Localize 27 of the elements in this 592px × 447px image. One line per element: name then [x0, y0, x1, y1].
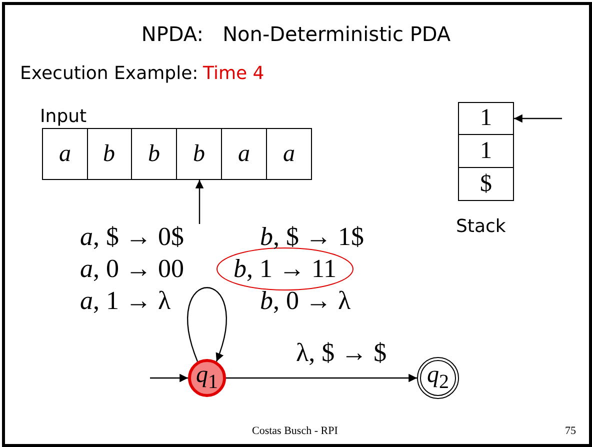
tape-cell: a: [42, 128, 88, 180]
page-number: 75: [565, 425, 576, 437]
stack-cell: 1: [458, 135, 514, 168]
transition-label: a, 0 → 00: [80, 254, 184, 284]
time-label: Time 4: [203, 63, 264, 84]
edge-label: λ, $ → $: [296, 338, 387, 368]
arrow: [150, 374, 188, 382]
stack-cell: $: [458, 168, 514, 201]
slide-title: NPDA: Non-Deterministic PDA: [140, 22, 452, 46]
input-label: Input: [40, 106, 87, 127]
footer-text: Costas Busch - RPI: [252, 425, 338, 437]
tape-cell: b: [177, 128, 222, 180]
tape-cell: a: [222, 128, 267, 180]
tape-cell: b: [132, 128, 177, 180]
arrow: [226, 374, 417, 382]
stack-cell: 1: [458, 102, 514, 135]
transition-label: a, $ → 0$: [80, 222, 184, 252]
tape-cell: a: [267, 128, 312, 180]
transition-label: a, 1 → λ: [80, 286, 171, 316]
final-state-circle: q$_{2}$: [417, 357, 459, 399]
tape-cell: b: [87, 128, 132, 180]
stack-label: Stack: [456, 216, 506, 237]
state-circle: q$_{1}$: [188, 359, 226, 397]
arrow: [514, 114, 562, 123]
subtitle: Execution Example:: [20, 63, 198, 84]
arrow: [187, 287, 227, 362]
arrow: [195, 180, 204, 224]
